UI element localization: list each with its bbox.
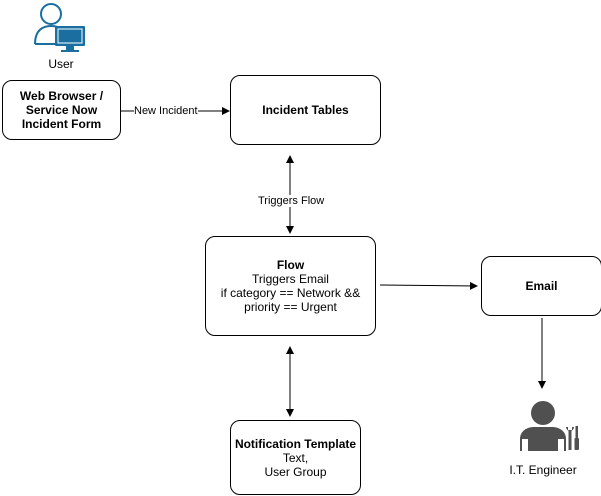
flow-node: Flow Triggers Email if category == Netwo… bbox=[205, 236, 376, 336]
edge-flow-to-email bbox=[379, 281, 478, 290]
web-form-node: Web Browser / Service Now Incident Form bbox=[2, 80, 121, 140]
email-title: Email bbox=[525, 279, 558, 293]
user-label: User bbox=[48, 57, 74, 71]
user-computer-icon bbox=[34, 3, 85, 52]
notification-title: Notification Template bbox=[234, 436, 357, 451]
flow-line-2: if category == Network && bbox=[220, 286, 361, 300]
web-form-line-3: Incident Form bbox=[21, 117, 102, 131]
notification-template-node: Notification Template Text, User Group bbox=[230, 420, 361, 495]
email-node: Email bbox=[481, 256, 601, 316]
notification-line-1: Text, bbox=[282, 450, 309, 465]
web-form-line-2: Service Now bbox=[25, 103, 98, 117]
new-incident-label: New Incident bbox=[134, 105, 198, 117]
web-form-line-1: Web Browser / bbox=[19, 89, 104, 103]
incident-tables-node: Incident Tables bbox=[230, 75, 381, 145]
flow-line-3: priority == Urgent bbox=[244, 300, 337, 314]
engineer-tools-icon bbox=[520, 401, 579, 451]
flow-line-1: Triggers Email bbox=[252, 272, 329, 286]
incident-tables-title: Incident Tables bbox=[262, 103, 349, 117]
triggers-flow-label: Triggers Flow bbox=[258, 195, 325, 207]
notification-line-2: User Group bbox=[264, 464, 327, 479]
engineer-label: I.T. Engineer bbox=[509, 463, 577, 477]
flow-title: Flow bbox=[276, 258, 305, 272]
